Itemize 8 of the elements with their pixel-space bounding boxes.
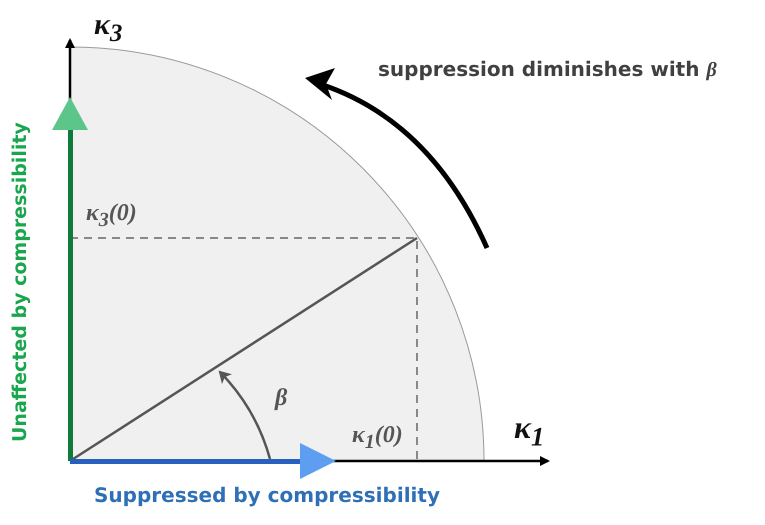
value-label: κ$_{3}$(0) <box>86 200 137 231</box>
axis-caption: Suppressed by compressibility <box>94 484 440 506</box>
axis-label: κ$_{1}$ <box>514 410 544 452</box>
axis-caption: Unaffected by compressibility <box>10 122 31 442</box>
value-label: κ$_{1}$(0) <box>352 422 403 453</box>
axis-label: κ$_{3}$ <box>94 8 122 48</box>
annotation-text: suppression diminishes with β <box>378 58 717 81</box>
angle-label: β <box>275 385 288 412</box>
